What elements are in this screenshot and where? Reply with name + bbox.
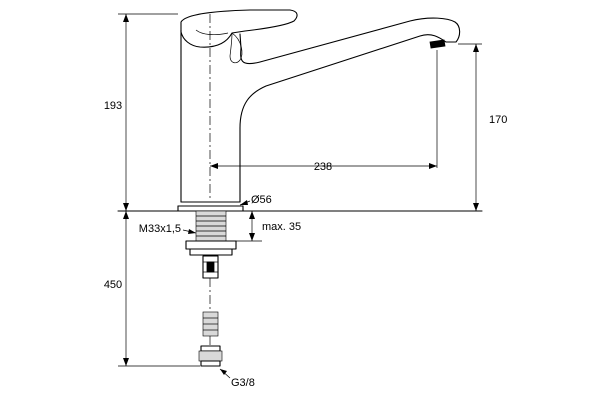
label-mounting-thread: M33x1,5 <box>139 223 197 235</box>
dim-label-max-35: max. 35 <box>262 221 301 233</box>
dim-label-170: 170 <box>489 114 507 126</box>
mounting-assembly <box>185 210 237 256</box>
label-hose-connection: G3/8 <box>219 368 255 389</box>
faucet-body <box>177 9 461 212</box>
dimension-base-diameter: Ø56 <box>239 194 272 206</box>
dim-label-193: 193 <box>104 100 122 112</box>
spout-aerator <box>429 39 446 49</box>
dim-label-diameter: Ø56 <box>251 194 272 206</box>
dim-label-thread: M33x1,5 <box>139 223 181 235</box>
dimension-193: 193 <box>104 13 178 211</box>
dimension-450: 450 <box>104 211 200 367</box>
dimension-238: 238 <box>210 50 438 173</box>
mounting-nut <box>185 240 237 250</box>
dimension-max-35: max. 35 <box>236 211 301 242</box>
dimension-170: 170 <box>458 43 507 211</box>
dim-label-450: 450 <box>104 279 122 291</box>
lever-handle <box>180 9 298 48</box>
faucet-column <box>180 17 461 203</box>
dim-label-g38: G3/8 <box>231 377 255 389</box>
flexible-hose <box>198 255 223 367</box>
dim-label-238: 238 <box>314 161 332 173</box>
